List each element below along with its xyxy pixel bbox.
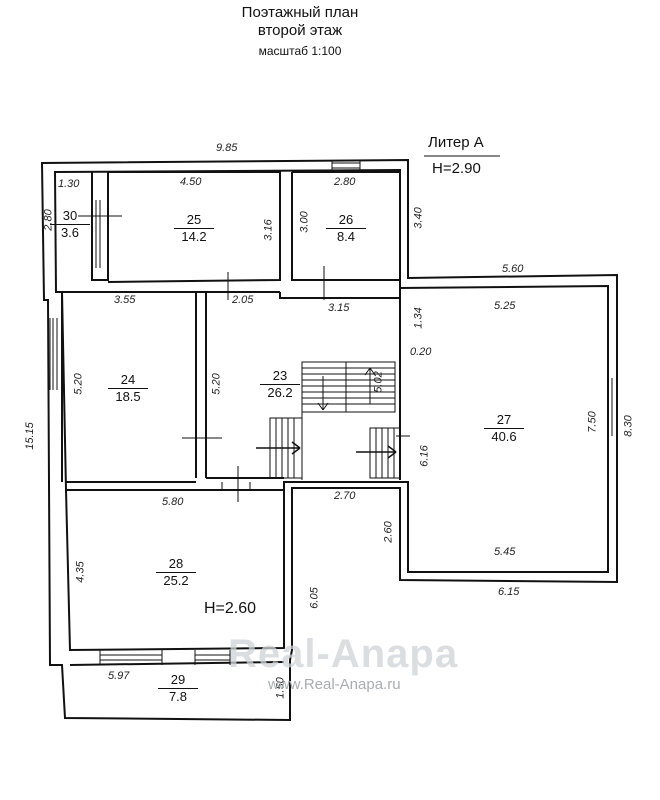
dim-6-05: 6.05 [308,587,321,609]
window-right [607,378,618,436]
outer-wall [40,158,618,722]
litera-label: Литер А [428,134,484,151]
dim-2-05: 2.05 [232,294,254,306]
dim-4-50: 4.50 [180,176,202,188]
height-room-28: H=2.60 [204,600,257,617]
dim-3-00: 3.00 [298,211,311,233]
dim-6-15: 6.15 [498,586,520,598]
dim-3-40: 3.40 [412,207,425,229]
dim-top-total: 9.85 [216,142,238,154]
watermark-logo: Real-Anapa [228,632,459,676]
wall-mid [66,477,284,491]
dim-3-16: 3.16 [262,219,275,241]
plan-subtitle: второй этаж [257,22,343,39]
height-main: H=2.90 [432,160,481,177]
dim-5-97: 5.97 [108,670,130,682]
dim-3-55: 3.55 [114,294,136,306]
dim-15-15: 15.15 [23,422,36,450]
dim-5-80: 5.80 [162,496,184,508]
dim-2-70: 2.70 [334,490,356,502]
wall-room-24 [61,292,207,482]
stair-arrow-left [256,441,301,455]
dim-5-45: 5.45 [494,546,516,558]
dim-5-20-a: 5.20 [72,373,85,395]
dim-2-80-top: 2.80 [334,176,356,188]
dim-0-20: 0.20 [410,346,432,358]
stair-arrow-down [317,376,329,411]
plan-title: Поэтажный план [241,4,359,21]
wall-room-25 [107,171,281,283]
dim-5-02: 5.02 [372,371,385,393]
dim-1-30: 1.30 [58,178,80,190]
dim-6-16: 6.16 [418,445,431,467]
dim-5-25: 5.25 [494,300,516,312]
stair-arrow-up [364,367,376,404]
dim-2-80-left: 2.80 [42,209,55,231]
wall-upper-corridor [62,291,400,299]
dim-5-20-b: 5.20 [210,373,223,395]
dim-8-30: 8.30 [622,415,635,437]
window-bottom-a [99,650,163,665]
window-bottom-b [194,650,231,665]
dim-3-15: 3.15 [328,302,350,314]
wall-room-26 [291,171,400,281]
plan-scale: масштаб 1:100 [258,44,342,58]
window-lower-wall [221,482,251,490]
stair-upper [301,361,396,480]
wall-room-29 [69,661,285,666]
dim-7-50: 7.50 [586,411,599,433]
window-30 [91,200,101,268]
window-left [49,318,58,390]
watermark-url: www.Real-Anapa.ru [268,676,401,693]
dim-1-34: 1.34 [412,307,425,329]
dim-4-35: 4.35 [74,561,87,583]
dim-5-60: 5.60 [502,263,524,275]
stair-lower-right [369,427,401,479]
dim-2-60: 2.60 [382,521,395,543]
window-top [331,160,361,172]
stair-arrow-right [356,445,397,459]
